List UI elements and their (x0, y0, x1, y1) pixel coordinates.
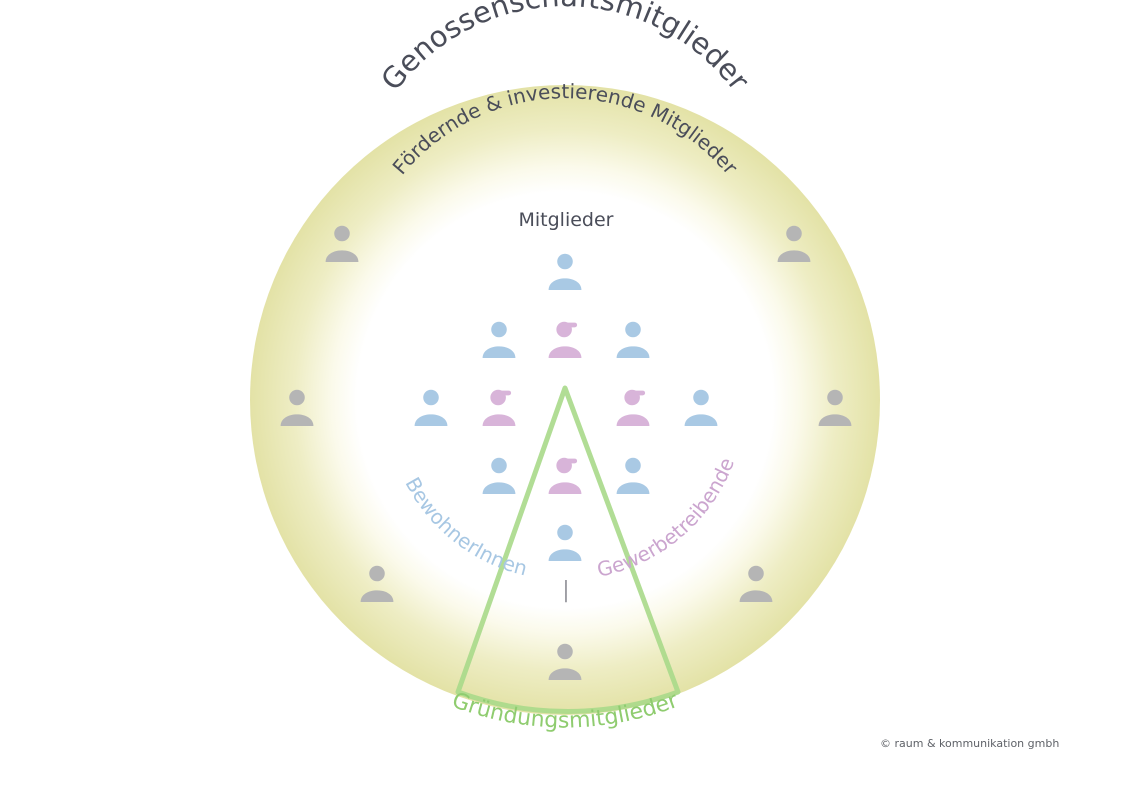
members-label: Mitglieder (519, 209, 614, 231)
outer-ring (250, 85, 880, 715)
founding-members-wedge (455, 385, 681, 714)
category-separator: | (562, 578, 569, 603)
copyright-notice: © raum & kommunikation gmbh (880, 737, 1060, 750)
